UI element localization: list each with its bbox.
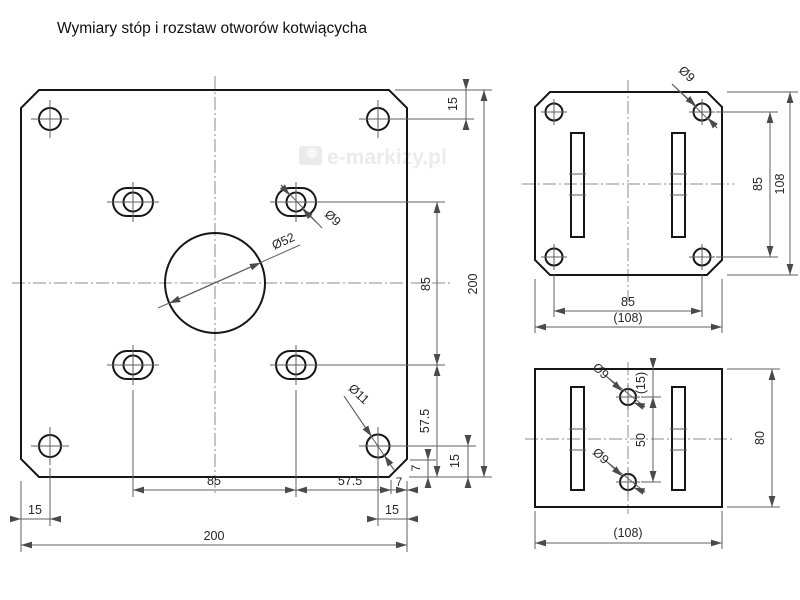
front-dim-15-top: 15 (446, 79, 470, 130)
svg-text:15: 15 (448, 454, 462, 468)
top-dim-108-right: 108 (773, 92, 794, 275)
side-dim-108: (108) (535, 526, 722, 547)
front-dim-7-right: 7 (409, 449, 432, 488)
front-extension-lines-bottom (20, 390, 408, 552)
svg-text:57.5: 57.5 (338, 474, 362, 488)
front-corner-hole-label: Ø11 (343, 381, 395, 471)
front-extension-lines-right (322, 89, 492, 478)
svg-text:85: 85 (207, 474, 221, 488)
svg-text:7: 7 (396, 475, 403, 489)
svg-text:200: 200 (204, 529, 225, 543)
side-center-holes (616, 385, 640, 494)
side-dim-80: 80 (753, 369, 776, 507)
svg-text:57.5: 57.5 (418, 409, 432, 433)
slot (671, 386, 686, 491)
top-corner-holes (541, 99, 715, 270)
front-dim-200-bottom: 200 (21, 529, 407, 549)
front-dim-7-bottom: 7 (380, 475, 418, 494)
diameter-label: Ø52 (270, 230, 297, 252)
svg-text:85: 85 (419, 277, 433, 291)
svg-text:85: 85 (751, 177, 765, 191)
top-dim-85-right: 85 (751, 112, 774, 257)
front-dim-15-bottom-right: 15 (367, 503, 418, 523)
top-slots (569, 132, 687, 238)
side-dim-50: 50 (634, 397, 657, 482)
watermark-text: e-markizy.pl (327, 146, 447, 169)
front-dim-15-bottom-left: 15 (10, 503, 61, 523)
top-dim-108-bottom: (108) (535, 311, 722, 331)
svg-text:(108): (108) (613, 311, 642, 325)
svg-text:(108): (108) (613, 526, 642, 540)
watermark: e-markizy.pl (299, 146, 447, 169)
svg-text:15: 15 (28, 503, 42, 517)
side-plate-outline (534, 368, 723, 508)
e-markizy-logo-dot (307, 148, 317, 158)
svg-text:108: 108 (773, 174, 787, 195)
svg-text:7: 7 (409, 464, 423, 471)
center-hole (164, 232, 266, 334)
front-dim-85-right: 85 (419, 202, 441, 365)
top-extension-lines-bottom (534, 274, 723, 333)
svg-text:15: 15 (385, 503, 399, 517)
front-plate-outline (20, 89, 408, 478)
top-hole-label: Ø9 (671, 63, 718, 129)
page-title: Wymiary stóp i rozstaw otworów kotwiącyc… (57, 20, 367, 37)
slot (671, 132, 686, 238)
top-extension-lines-right (716, 91, 798, 276)
svg-text:85: 85 (621, 295, 635, 309)
front-dim-85-bottom: 85 (133, 474, 296, 494)
front-dim-57-5-right: 57.5 (418, 365, 441, 477)
front-view: Ø52 Ø9 Ø11 15 85 (10, 76, 492, 552)
diameter-label: Ø11 (346, 381, 372, 407)
side-view: Ø9 Ø9 (15) 50 80 (108) (525, 358, 780, 549)
side-slots (569, 386, 687, 491)
front-dim-200-right: 200 (466, 90, 488, 477)
front-center-hole-label: Ø52 (157, 230, 301, 309)
slot (570, 132, 585, 238)
top-dim-85-bottom: 85 (554, 295, 702, 315)
svg-text:15: 15 (446, 97, 460, 111)
diameter-label: Ø9 (676, 63, 698, 85)
svg-text:80: 80 (753, 431, 767, 445)
svg-text:200: 200 (466, 274, 480, 295)
top-plate-outline (534, 91, 723, 276)
svg-text:(15): (15) (634, 372, 648, 394)
slot (570, 386, 585, 491)
front-slot-holes (107, 182, 322, 385)
side-hole-label-bottom: Ø9 (590, 445, 646, 495)
diameter-label: Ø9 (322, 207, 344, 229)
top-view: Ø9 85 108 85 (108) (522, 63, 798, 333)
front-dim-15-bottom-right-vertical: 15 (448, 435, 472, 488)
svg-text:50: 50 (634, 433, 648, 447)
